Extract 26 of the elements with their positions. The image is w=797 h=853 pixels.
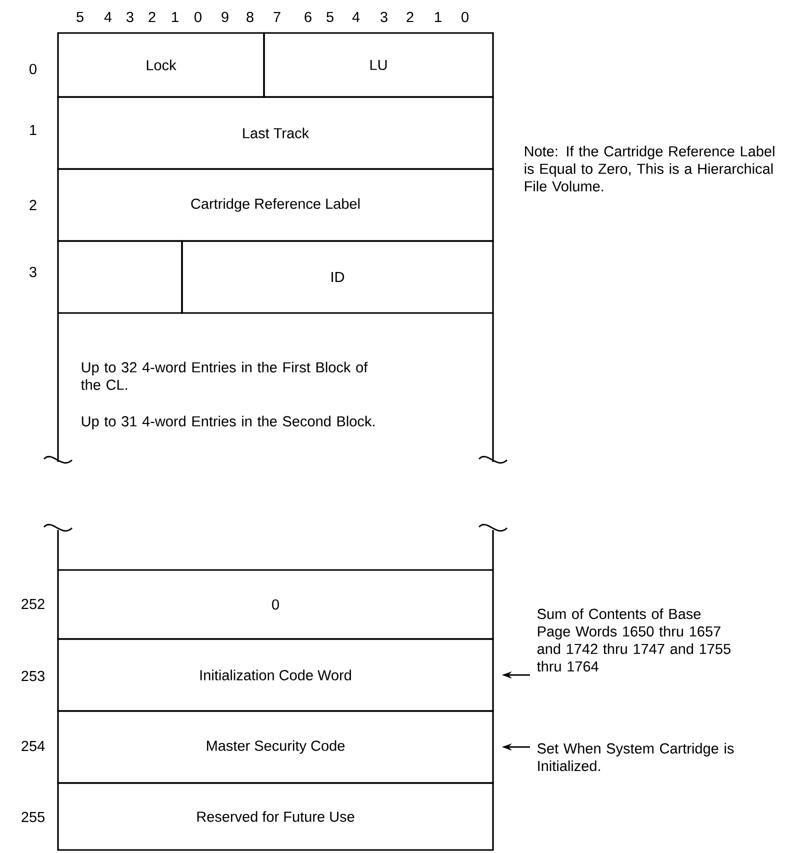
note-text: Note: If the Cartridge Reference Label is Equal to Zero, This is a Hierarchical File Volume. xyxy=(524,146,774,192)
field-cell: Initialization Code Word xyxy=(57,638,494,712)
row-number: 1 xyxy=(30,125,36,135)
cell-text: Up to 32 4-word Entries in the First Block of the CL. Up to 31 4-word Entries in the Second Block. xyxy=(81,362,374,430)
field-cell: Master Security Code xyxy=(57,710,494,784)
bit-number: 9 xyxy=(222,12,228,22)
field-cell: Reserved for Future Use xyxy=(57,782,494,851)
bit-number: 6 xyxy=(304,12,312,22)
bit-number: 7 xyxy=(274,12,280,22)
empty-cell xyxy=(57,240,183,314)
field-cell: Last Track xyxy=(57,96,494,170)
row-number: 0 xyxy=(30,64,36,74)
bit-number: 8 xyxy=(246,12,254,22)
row-number: 253 xyxy=(22,670,44,682)
field-cell: Cartridge Reference Label xyxy=(57,168,494,242)
field-cell: LU xyxy=(263,32,494,98)
row-number: 252 xyxy=(22,598,44,610)
row-number: 3 xyxy=(30,266,36,278)
row-number: 254 xyxy=(22,740,45,752)
annotation-text: Set When System Cartridge is Initialized. xyxy=(537,742,734,772)
field-cell: ID xyxy=(181,240,494,314)
row-number: 2 xyxy=(30,200,36,210)
field-cell: 0 xyxy=(57,569,494,640)
row-number: 255 xyxy=(22,812,44,822)
annotation-text: Sum of Contents of Base Page Words 1650 thru 1657 and 1742 thru 1747 and 1755 thru 1764 xyxy=(537,608,730,672)
field-cell: Lock xyxy=(57,32,265,98)
